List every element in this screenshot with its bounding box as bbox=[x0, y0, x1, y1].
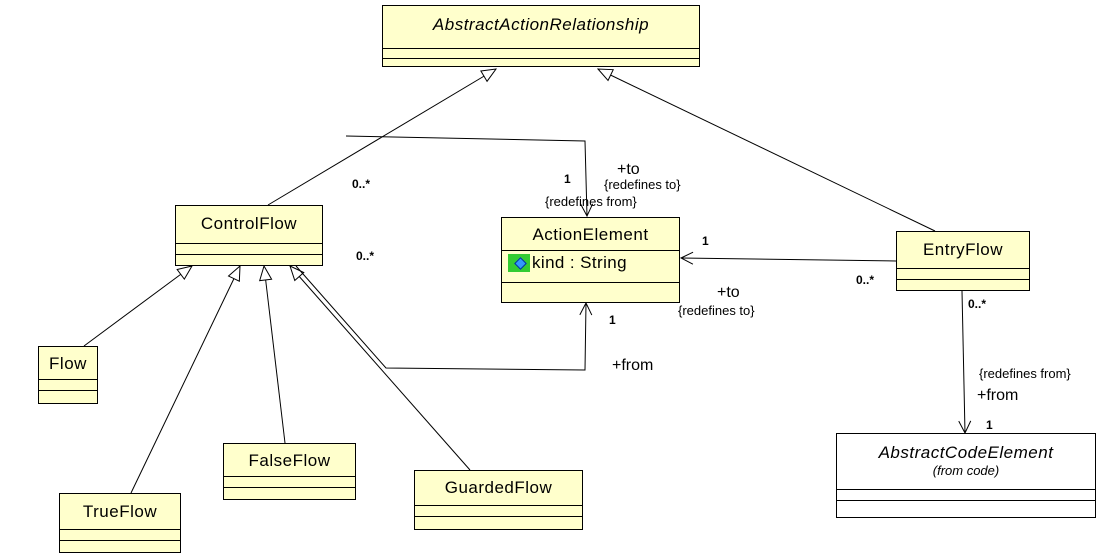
class-abstract-action-relationship[interactable]: AbstractActionRelationship bbox=[382, 5, 700, 67]
association-entryflow-to bbox=[681, 258, 897, 261]
multiplicity-label: 0..* bbox=[968, 297, 987, 311]
generalization-falseflow bbox=[264, 266, 286, 444]
class-name: FalseFlow bbox=[248, 451, 331, 470]
multiplicity-label: 0..* bbox=[356, 249, 375, 263]
class-entry-flow[interactable]: EntryFlow bbox=[896, 231, 1030, 291]
class-compartment bbox=[415, 516, 582, 517]
multiplicity-label: 1 bbox=[702, 234, 709, 248]
class-compartment bbox=[224, 487, 355, 488]
class-guarded-flow[interactable]: GuardedFlow bbox=[414, 470, 583, 530]
class-compartment bbox=[176, 254, 322, 255]
class-false-flow[interactable]: FalseFlow bbox=[223, 443, 356, 500]
constraint-redefines-to: {redefines to} bbox=[678, 303, 755, 318]
class-name: Flow bbox=[49, 354, 87, 373]
class-compartment bbox=[383, 48, 699, 49]
class-compartment bbox=[837, 489, 1095, 490]
class-name: ControlFlow bbox=[200, 214, 298, 233]
multiplicity-label: 1 bbox=[564, 172, 571, 186]
class-compartment bbox=[60, 529, 180, 530]
class-name: TrueFlow bbox=[82, 502, 158, 521]
class-compartment bbox=[39, 390, 97, 391]
class-compartment bbox=[415, 505, 582, 506]
role-label-from: +from bbox=[612, 357, 654, 374]
class-compartment bbox=[502, 282, 679, 283]
role-label-from: +from bbox=[977, 387, 1019, 404]
class-compartment bbox=[897, 268, 1029, 269]
multiplicity-label: 0..* bbox=[856, 273, 875, 287]
generalization-flow bbox=[83, 266, 192, 347]
class-control-flow[interactable]: ControlFlow bbox=[175, 205, 323, 266]
class-name: ActionElement bbox=[532, 225, 649, 244]
attribute-kind[interactable]: kind : String bbox=[508, 253, 627, 273]
class-flow[interactable]: Flow bbox=[38, 346, 98, 404]
class-compartment bbox=[837, 500, 1095, 501]
role-label-to: +to bbox=[717, 284, 740, 301]
generalization-entryflow bbox=[598, 69, 936, 232]
class-compartment bbox=[176, 243, 322, 244]
generalization-guardedflow bbox=[290, 266, 471, 471]
association-entryflow-from bbox=[962, 290, 965, 433]
constraint-redefines-to: {redefines to} bbox=[604, 177, 681, 192]
class-true-flow[interactable]: TrueFlow bbox=[59, 493, 181, 553]
class-abstract-code-element[interactable]: AbstractCodeElement (from code) bbox=[836, 433, 1096, 518]
class-compartment bbox=[224, 476, 355, 477]
role-label-to: +to bbox=[617, 161, 640, 178]
constraint-redefines-from: {redefines from} bbox=[545, 194, 637, 209]
multiplicity-label: 0..* bbox=[352, 177, 371, 191]
class-compartment bbox=[502, 250, 679, 251]
constraint-redefines-from: {redefines from} bbox=[979, 366, 1071, 381]
class-compartment bbox=[897, 279, 1029, 280]
class-compartment bbox=[39, 379, 97, 380]
attribute-text: kind : String bbox=[532, 253, 627, 272]
class-name: GuardedFlow bbox=[444, 478, 553, 497]
class-name: AbstractCodeElement bbox=[878, 443, 1054, 462]
association-controlflow-from bbox=[295, 265, 586, 371]
generalization-trueflow bbox=[130, 266, 240, 494]
association-controlflow-to bbox=[345, 135, 587, 216]
multiplicity-label: 1 bbox=[986, 418, 993, 432]
class-action-element[interactable]: ActionElement kind : String bbox=[501, 217, 680, 303]
multiplicity-label: 1 bbox=[609, 313, 616, 327]
class-compartment bbox=[60, 540, 180, 541]
class-compartment bbox=[383, 58, 699, 59]
class-package: (from code) bbox=[932, 463, 1000, 478]
class-name: EntryFlow bbox=[922, 240, 1004, 259]
class-name: AbstractActionRelationship bbox=[432, 15, 650, 34]
attribute-icon bbox=[508, 254, 530, 272]
